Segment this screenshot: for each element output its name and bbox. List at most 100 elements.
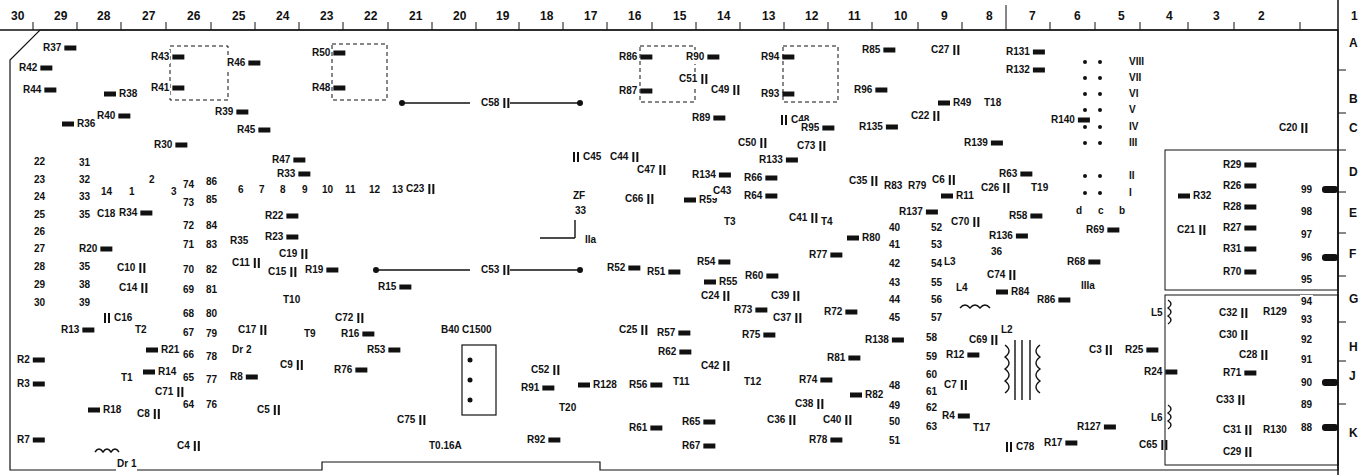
capacitor-symbol <box>819 141 825 151</box>
component-label: R23 <box>264 230 284 244</box>
grid-reference: 1 <box>1350 9 1359 23</box>
component-label: R41 <box>150 81 170 95</box>
component-label: 25 <box>33 208 46 222</box>
component-label: C31 <box>1222 423 1242 437</box>
component-label: T4 <box>820 215 834 229</box>
capacitor-symbol <box>781 115 787 125</box>
component-label: R25 <box>1124 343 1144 357</box>
component-label: L5 <box>1150 306 1164 320</box>
component-label: C71 <box>154 385 174 399</box>
resistor-symbol <box>820 378 832 383</box>
resistor-symbol <box>830 438 842 443</box>
capacitor-symbol <box>991 335 997 345</box>
component-label: R68 <box>1066 255 1086 269</box>
component-label: C52 <box>530 363 550 377</box>
capacitor-symbol <box>428 184 434 194</box>
grid-reference: 2 <box>1257 9 1266 23</box>
capacitor-symbol <box>194 441 200 451</box>
component-label: R72 <box>823 305 843 319</box>
board-section <box>1165 295 1338 465</box>
component-label: R94 <box>760 50 780 64</box>
capacitor-symbol <box>871 176 877 186</box>
component-label: T0.16A <box>428 439 463 453</box>
component-label: 76 <box>205 398 218 412</box>
resistor-symbol <box>1107 228 1119 233</box>
capacitor-symbol <box>961 380 967 390</box>
component-label: R89 <box>691 111 711 125</box>
resistor-symbol <box>766 274 778 279</box>
component-label: C39 <box>770 289 790 303</box>
trimmer-outline <box>783 46 838 102</box>
component-label: C26 <box>980 181 1000 195</box>
capacitor-symbol <box>659 165 665 175</box>
component-label: VII <box>1128 71 1142 85</box>
component-label: R86 <box>1036 293 1056 307</box>
resistor-symbol <box>362 332 374 337</box>
component-label: R86 <box>618 50 638 64</box>
capacitor-symbol <box>357 313 363 323</box>
capacitor-symbol <box>573 152 579 162</box>
capacitor-symbol <box>419 415 425 425</box>
wire <box>574 220 575 238</box>
component-label: C7 <box>943 378 958 392</box>
component-label: 40 <box>888 221 901 235</box>
component-label: 27 <box>33 242 46 256</box>
component-label: 77 <box>205 373 218 387</box>
resistor-symbol <box>763 333 775 338</box>
resistor-symbol <box>707 55 719 60</box>
component-label: C41 <box>788 211 808 225</box>
component-label: R52 <box>606 261 626 275</box>
component-label: R45 <box>236 123 256 137</box>
resistor-symbol <box>118 114 130 119</box>
resistor-symbol <box>640 89 652 94</box>
component-label: R83 <box>883 179 903 193</box>
resistor-symbol <box>333 51 345 56</box>
component-label: 44 <box>888 293 901 307</box>
component-label: 73 <box>182 196 195 210</box>
resistor-symbol <box>578 383 590 388</box>
grid-reference: K <box>1348 426 1359 440</box>
capacitor-symbol <box>733 85 739 95</box>
grid-reference: 3 <box>1212 9 1221 23</box>
component-label: R134 <box>691 168 717 182</box>
component-label: R14 <box>157 365 177 379</box>
component-label: 36 <box>990 245 1003 259</box>
grid-reference: 10 <box>893 9 908 23</box>
component-label: C19 <box>278 247 298 261</box>
capacitor-symbol <box>1161 440 1167 450</box>
component-label: 95 <box>1300 273 1313 287</box>
resistor-symbol <box>44 88 56 93</box>
component-label: R7 <box>16 433 31 447</box>
capacitor-symbol <box>845 415 851 425</box>
component-label: R16 <box>340 327 360 341</box>
resistor-symbol <box>172 55 184 60</box>
resistor-symbol <box>650 426 662 431</box>
grid-reference: 18 <box>539 9 554 23</box>
component-label: C78 <box>1015 440 1035 454</box>
capacitor-symbol <box>154 409 160 419</box>
component-label: T20 <box>558 401 577 415</box>
capacitor-symbol <box>701 74 707 84</box>
resistor-symbol <box>958 414 970 419</box>
component-label: R138 <box>864 333 890 347</box>
component-label: L2 <box>1000 323 1014 337</box>
resistor-symbol <box>668 270 680 275</box>
component-label: R50 <box>311 46 331 60</box>
component-label: R55 <box>718 275 738 289</box>
coil-symbol <box>1168 300 1171 324</box>
grid-reference: H <box>1348 340 1359 354</box>
resistor-symbol <box>258 128 270 133</box>
wire <box>540 237 575 238</box>
component-label: R34 <box>118 206 138 220</box>
component-label: C69 <box>968 333 988 347</box>
component-label: 42 <box>888 257 901 271</box>
resistor-symbol <box>293 158 305 163</box>
capacitor-symbol <box>1003 183 1009 193</box>
component-label: 31 <box>78 156 91 170</box>
component-label: R38 <box>118 87 138 101</box>
grid-reference: 25 <box>231 9 246 23</box>
component-label: 38 <box>78 278 91 292</box>
resistor-symbol <box>399 285 411 290</box>
component-label: C58 <box>480 96 500 110</box>
component-label: 3 <box>170 185 178 199</box>
